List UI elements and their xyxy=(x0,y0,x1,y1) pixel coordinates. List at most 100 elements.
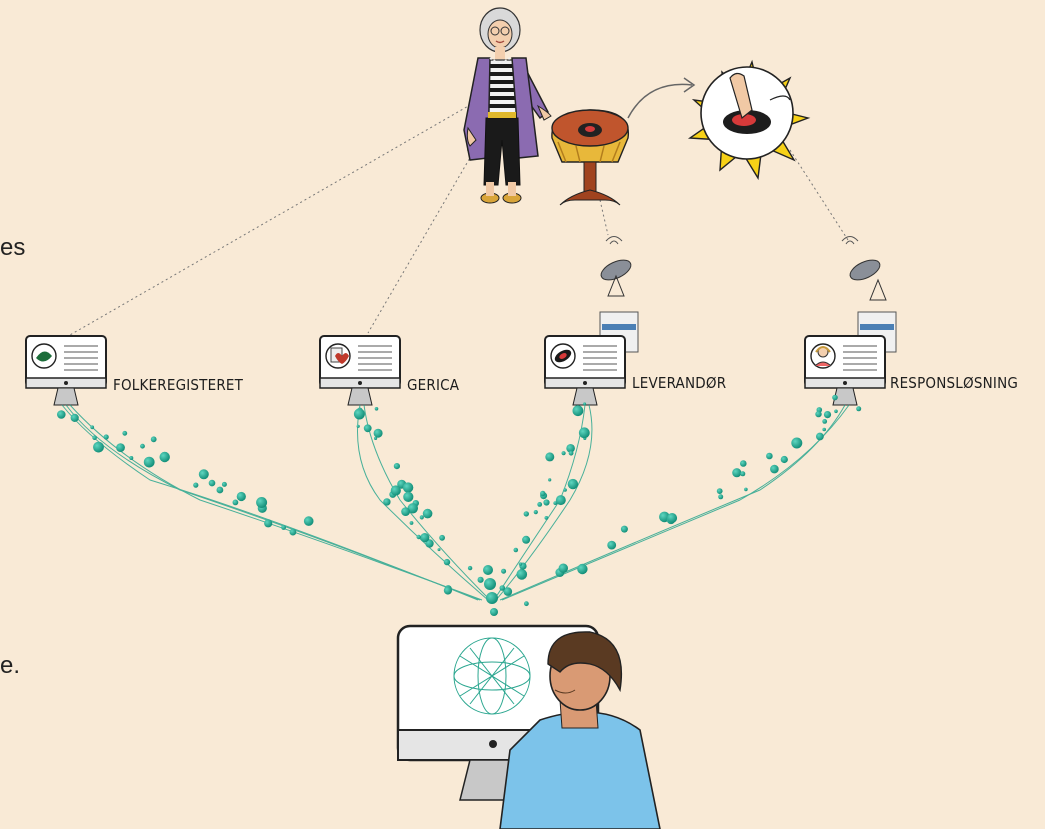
data-dot xyxy=(439,534,445,541)
data-dot xyxy=(563,488,567,492)
data-dot xyxy=(544,516,549,520)
label-leverandor: LEVERANDØR xyxy=(632,374,727,392)
leaf-icon xyxy=(36,351,52,362)
alarm-button-burst xyxy=(687,59,811,181)
data-dot xyxy=(533,509,538,515)
data-dot xyxy=(483,565,493,575)
data-dot xyxy=(545,452,555,462)
data-dot xyxy=(221,481,227,487)
network-sphere-icon xyxy=(453,637,531,715)
data-dot xyxy=(281,525,286,530)
data-dot xyxy=(499,585,506,591)
data-dot xyxy=(566,444,575,453)
data-dot xyxy=(716,488,723,494)
label-folkeregisteret: FOLKEREGISTERET xyxy=(113,376,244,394)
data-dot xyxy=(422,508,433,519)
data-dot xyxy=(193,482,199,488)
data-dot xyxy=(419,515,424,520)
data-dot xyxy=(122,430,128,436)
data-dot xyxy=(822,427,826,432)
data-dot xyxy=(289,528,297,536)
arrow-to-alarm xyxy=(627,77,696,119)
data-dot xyxy=(150,436,157,443)
data-dot xyxy=(208,479,216,487)
data-dot xyxy=(129,456,134,460)
data-dot xyxy=(443,558,451,566)
data-dot xyxy=(374,436,378,440)
data-dot xyxy=(572,405,584,417)
data-dot xyxy=(523,511,529,517)
data-dot xyxy=(198,469,209,480)
data-dot xyxy=(577,563,588,575)
data-dot xyxy=(558,563,568,573)
antenna-tower-leverandor xyxy=(599,236,639,353)
data-dot xyxy=(791,437,803,449)
data-dot xyxy=(484,578,496,590)
data-dot xyxy=(555,495,566,506)
data-dot xyxy=(607,540,617,550)
data-dot xyxy=(477,576,484,583)
analyst-person xyxy=(499,631,661,829)
data-dot xyxy=(374,407,379,411)
terminal-responslosning xyxy=(804,335,886,406)
data-dot xyxy=(583,402,587,406)
data-dot xyxy=(93,441,104,453)
data-dot xyxy=(403,491,414,502)
data-dot xyxy=(732,468,742,478)
data-dot xyxy=(740,460,747,467)
data-dot xyxy=(815,410,822,418)
terminal-folkeregisteret xyxy=(25,335,107,406)
data-dot xyxy=(401,507,410,516)
data-dot xyxy=(620,525,628,533)
data-dot xyxy=(143,456,155,468)
data-dot xyxy=(416,534,421,540)
data-dot xyxy=(822,419,828,424)
label-responslosning: RESPONSLØSNING xyxy=(890,374,1019,392)
data-dot xyxy=(407,503,418,514)
data-dot xyxy=(518,562,523,566)
data-dot xyxy=(816,432,824,441)
data-dot xyxy=(540,490,546,497)
data-dot xyxy=(561,451,566,456)
data-dot xyxy=(116,443,125,452)
data-flow-strands xyxy=(61,404,850,601)
data-dot xyxy=(216,486,224,494)
data-dot xyxy=(718,494,724,500)
data-dot xyxy=(264,519,273,528)
data-dot xyxy=(70,413,79,422)
data-dot xyxy=(537,502,543,507)
terminal-gerica xyxy=(319,335,401,406)
data-dot xyxy=(467,565,473,571)
data-dot xyxy=(832,394,838,401)
data-dot xyxy=(490,608,498,616)
data-dot xyxy=(443,586,452,595)
data-dot xyxy=(363,424,372,433)
data-dot xyxy=(303,516,314,526)
data-dot xyxy=(543,499,550,506)
data-dot xyxy=(766,452,773,460)
data-dot xyxy=(256,497,268,508)
data-dot xyxy=(568,450,574,456)
heart-clipboard-icon xyxy=(335,353,349,364)
data-dot xyxy=(103,434,109,440)
terminal-leverandor xyxy=(544,335,626,406)
data-dot xyxy=(236,491,246,502)
data-dot xyxy=(501,568,507,574)
data-dot xyxy=(524,601,529,607)
table-with-alarm-base xyxy=(551,109,629,206)
data-dot xyxy=(420,533,430,543)
data-dot xyxy=(667,513,678,523)
data-dot xyxy=(232,499,239,506)
cropped-text-bottom: e. xyxy=(0,652,21,679)
data-dot xyxy=(402,482,414,493)
data-dots xyxy=(57,394,862,616)
data-dot xyxy=(780,455,788,464)
data-dot xyxy=(383,498,391,506)
data-dot xyxy=(516,569,528,580)
data-dot xyxy=(159,451,170,463)
data-dot xyxy=(393,463,400,470)
data-dot xyxy=(770,464,779,474)
data-dot xyxy=(486,592,498,604)
